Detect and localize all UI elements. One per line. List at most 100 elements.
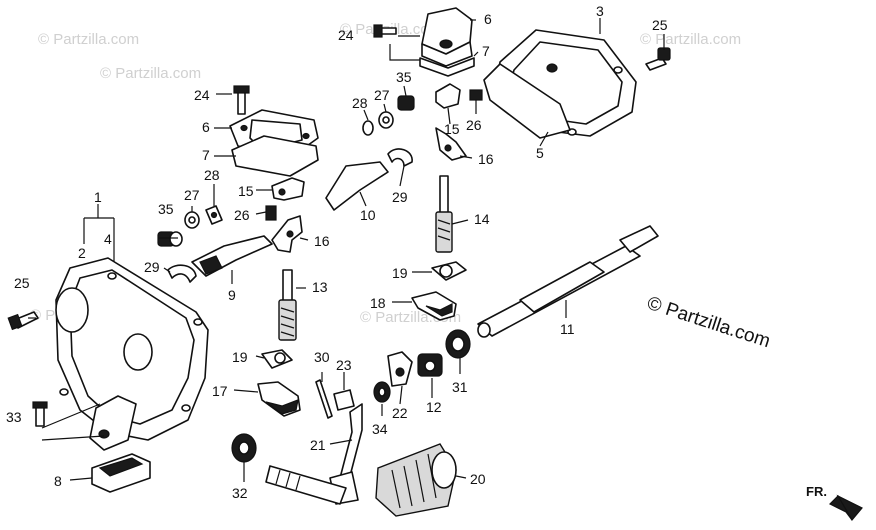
watermark: © Partzilla.com bbox=[38, 31, 139, 48]
part-22 bbox=[387, 351, 413, 387]
callout-15-right: 15 bbox=[444, 121, 460, 137]
part-23 bbox=[333, 389, 355, 411]
bolt-24-top bbox=[373, 24, 397, 38]
shaft-13 bbox=[278, 269, 297, 341]
shaft-11 bbox=[477, 225, 659, 338]
part-19-right bbox=[431, 261, 467, 281]
callout-24-left: 24 bbox=[194, 87, 210, 103]
callout-26-right: 26 bbox=[466, 117, 482, 133]
nut-35-left bbox=[157, 231, 183, 247]
shaft-bottom bbox=[265, 465, 347, 505]
washer-27-right bbox=[378, 111, 394, 129]
part-17 bbox=[257, 381, 301, 417]
part-8 bbox=[91, 453, 151, 493]
callout-33: 33 bbox=[6, 409, 22, 425]
gear-12 bbox=[417, 353, 443, 377]
callout-19-right: 19 bbox=[392, 265, 408, 281]
callout-16-right: 16 bbox=[478, 151, 494, 167]
callout-29-right: 29 bbox=[392, 189, 408, 205]
callout-23: 23 bbox=[336, 357, 352, 373]
bolt-25-right bbox=[645, 47, 671, 71]
callouts: 1 2 3 4 5 6 6 7 7 8 9 10 11 12 13 14 15 … bbox=[6, 3, 668, 501]
leader-lines bbox=[28, 18, 665, 482]
part-15-left bbox=[271, 177, 305, 201]
callout-13: 13 bbox=[312, 279, 328, 295]
part-15-right bbox=[435, 83, 461, 109]
bolt-24-left bbox=[233, 85, 250, 115]
callout-10: 10 bbox=[360, 207, 376, 223]
callout-9: 9 bbox=[228, 287, 236, 303]
callout-25-left: 25 bbox=[14, 275, 30, 291]
washer-28-left bbox=[205, 205, 223, 225]
callout-19-left: 19 bbox=[232, 349, 248, 365]
callout-18: 18 bbox=[370, 295, 386, 311]
callout-1: 1 bbox=[94, 189, 102, 205]
callout-29-left: 29 bbox=[144, 259, 160, 275]
watermark: © Partzilla.com bbox=[640, 31, 741, 48]
nut-35-right bbox=[397, 95, 415, 111]
watermark: © Partzilla.com bbox=[100, 65, 201, 82]
callout-7-left: 7 bbox=[202, 147, 210, 163]
callout-15-left: 15 bbox=[238, 183, 254, 199]
drum-20 bbox=[375, 443, 457, 517]
copyright-text: © Partzilla.com bbox=[644, 293, 772, 353]
callout-35-left: 35 bbox=[158, 201, 174, 217]
gasket-5 bbox=[483, 63, 571, 139]
bolt-26-left bbox=[265, 205, 277, 221]
bearing-32 bbox=[231, 433, 257, 463]
shaft-14 bbox=[435, 175, 453, 253]
callout-17: 17 bbox=[212, 383, 228, 399]
callout-25-right: 25 bbox=[652, 17, 668, 33]
callout-6-top: 6 bbox=[484, 11, 492, 27]
part-34 bbox=[373, 381, 391, 403]
bearing-31 bbox=[445, 329, 471, 359]
gasket-7-left bbox=[231, 135, 319, 177]
callout-24-top: 24 bbox=[338, 27, 354, 43]
callout-27-right: 27 bbox=[374, 87, 390, 103]
callout-35-right: 35 bbox=[396, 69, 412, 85]
callout-11: 11 bbox=[560, 321, 575, 337]
callout-20: 20 bbox=[470, 471, 486, 487]
callout-34: 34 bbox=[372, 421, 388, 437]
callout-8: 8 bbox=[54, 473, 62, 489]
callout-6-left: 6 bbox=[202, 119, 210, 135]
callout-2: 2 bbox=[78, 245, 86, 261]
callout-32: 32 bbox=[232, 485, 248, 501]
bolt-26-right bbox=[469, 89, 483, 101]
plate-10 bbox=[325, 161, 389, 211]
callout-22: 22 bbox=[392, 405, 408, 421]
callout-4: 4 bbox=[104, 231, 112, 247]
pin-30 bbox=[315, 379, 333, 419]
callout-28-right: 28 bbox=[352, 95, 368, 111]
clip-29-left bbox=[167, 264, 197, 283]
callout-12: 12 bbox=[426, 399, 442, 415]
washer-28-right bbox=[362, 120, 374, 136]
callout-30: 30 bbox=[314, 349, 330, 365]
clip-29-right bbox=[387, 148, 413, 167]
callout-5: 5 bbox=[536, 145, 544, 161]
callout-31: 31 bbox=[452, 379, 468, 395]
left-cover bbox=[55, 257, 209, 451]
callout-16-left: 16 bbox=[314, 233, 330, 249]
fork-9 bbox=[191, 235, 273, 277]
part-16-right bbox=[435, 127, 467, 161]
callout-21: 21 bbox=[310, 437, 326, 453]
part-19-left bbox=[261, 349, 293, 369]
direction-label: FR. bbox=[806, 484, 827, 499]
bolt-25-left bbox=[7, 311, 39, 331]
part-18 bbox=[411, 291, 457, 321]
washer-27-left bbox=[184, 211, 200, 229]
front-direction-arrow bbox=[828, 494, 863, 522]
callout-26-left: 26 bbox=[234, 207, 250, 223]
callout-3: 3 bbox=[596, 3, 604, 19]
part-16-left bbox=[271, 215, 303, 253]
callout-27-left: 27 bbox=[184, 187, 200, 203]
callout-14: 14 bbox=[474, 211, 490, 227]
callout-7-top: 7 bbox=[482, 43, 490, 59]
cap-6-top bbox=[421, 7, 473, 67]
bolt-33 bbox=[32, 401, 48, 427]
callout-28-left: 28 bbox=[204, 167, 220, 183]
gasket-7-top bbox=[419, 57, 475, 77]
